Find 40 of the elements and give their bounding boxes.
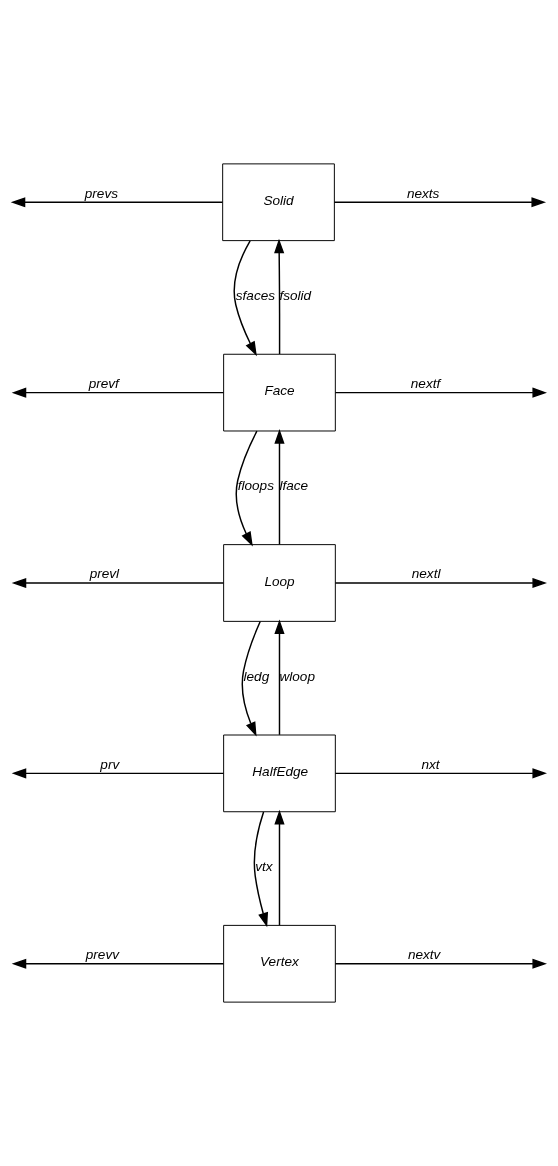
arrow xyxy=(274,809,285,926)
node-box: Face xyxy=(223,353,336,432)
arrow xyxy=(274,429,285,546)
arrow xyxy=(235,430,258,547)
edge-label: prevs xyxy=(84,185,119,201)
edge-label: fsolid xyxy=(279,288,312,304)
arrow xyxy=(334,768,547,779)
arrow xyxy=(11,577,225,589)
node-box: Vertex xyxy=(223,924,336,1003)
arrow xyxy=(274,619,285,736)
edge-label: ledg xyxy=(243,668,270,684)
edge-label: prevv xyxy=(85,947,119,963)
edge-label: prv xyxy=(100,756,120,772)
arrow xyxy=(334,387,547,398)
edge-label: prevl xyxy=(89,566,120,582)
arrow xyxy=(233,240,257,357)
edge-label: nextv xyxy=(407,947,441,963)
arrow xyxy=(11,768,225,779)
arrow xyxy=(241,620,261,737)
node-box: Solid xyxy=(222,163,335,242)
edge-label: nextf xyxy=(410,375,441,391)
edge-label: lface xyxy=(279,478,309,494)
edge-label: vtx xyxy=(255,859,273,875)
arrow xyxy=(274,238,285,355)
node-box: Loop xyxy=(223,544,336,622)
edge-label: floops xyxy=(237,478,274,494)
arrow xyxy=(334,577,547,589)
edge-label: nextl xyxy=(411,566,441,582)
edge-label: prevf xyxy=(88,375,119,391)
arrow xyxy=(10,197,224,208)
edge-label: sfaces xyxy=(235,288,276,304)
edge-label: nexts xyxy=(406,185,440,201)
arrow xyxy=(11,387,225,398)
arrow xyxy=(333,197,547,208)
node-box: HalfEdge xyxy=(223,734,336,813)
edge-label: nxt xyxy=(421,756,440,772)
arrow xyxy=(11,958,225,969)
arrow xyxy=(334,958,547,969)
edge-label: wloop xyxy=(279,668,315,684)
arrow xyxy=(253,811,269,928)
